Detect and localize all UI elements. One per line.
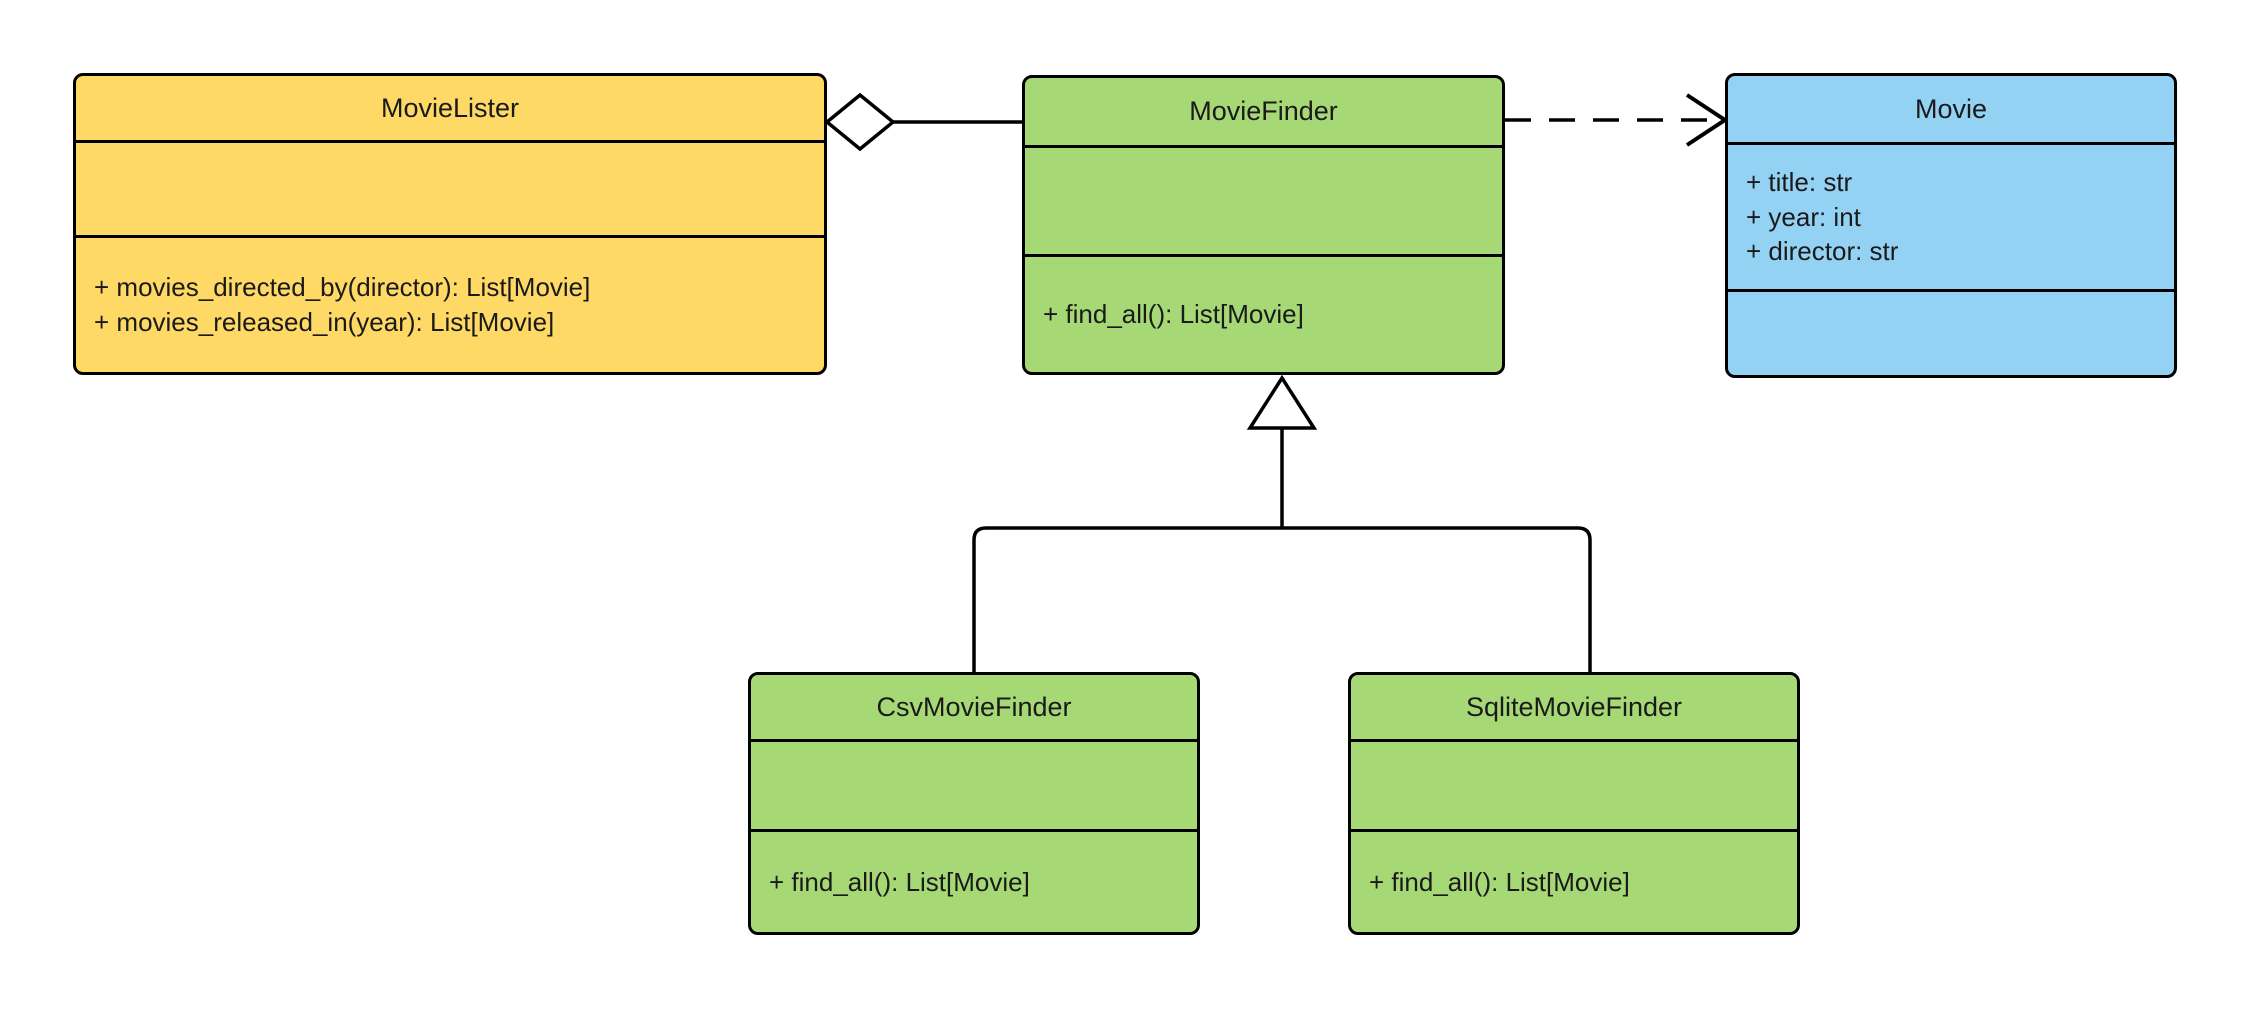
class-box-movie[interactable]: Movie + title: str + year: int + directo… (1725, 73, 2177, 378)
sqlite-movie-finder-method-0: + find_all(): List[Movie] (1369, 866, 1630, 897)
movie-attribute-1: + year: int (1746, 201, 1861, 232)
csv-movie-finder-attributes-compartment (751, 739, 1197, 829)
movie-finder-method-list: + find_all(): List[Movie] (1025, 257, 1502, 372)
movie-attribute-0: + title: str (1746, 167, 1853, 198)
csv-movie-finder-methods-compartment: + find_all(): List[Movie] (751, 829, 1197, 932)
hollow-diamond-marker (824, 92, 896, 152)
generalization-branch-bar (972, 526, 1592, 672)
movie-finder-class-name: MovieFinder (1189, 96, 1338, 126)
movie-lister-method-1: + movies_released_in(year): List[Movie] (94, 307, 555, 337)
aggregation-lister-finder-edge (824, 92, 1022, 152)
movie-lister-method-0: + movies_directed_by(director): List[Mov… (94, 272, 591, 303)
csv-movie-finder-method-0: + find_all(): List[Movie] (769, 866, 1030, 897)
movie-finder-methods-compartment: + find_all(): List[Movie] (1025, 254, 1502, 372)
class-box-movie-lister[interactable]: MovieLister + movies_directed_by(directo… (73, 73, 827, 375)
csv-movie-finder-name-compartment: CsvMovieFinder (751, 675, 1197, 739)
csv-movie-finder-class-name: CsvMovieFinder (876, 691, 1072, 722)
sqlite-movie-finder-method-list: + find_all(): List[Movie] (1351, 832, 1797, 932)
open-arrow-marker (1685, 93, 1729, 147)
movie-lister-name-compartment: MovieLister (76, 76, 824, 140)
class-box-csv-movie-finder[interactable]: CsvMovieFinder + find_all(): List[Movie] (748, 672, 1200, 935)
movie-name-compartment: Movie (1728, 76, 2174, 142)
class-box-sqlite-movie-finder[interactable]: SqliteMovieFinder + find_all(): List[Mov… (1348, 672, 1800, 935)
sqlite-movie-finder-attributes-compartment (1351, 739, 1797, 829)
movie-finder-attributes-compartment (1025, 145, 1502, 254)
movie-lister-methods-compartment: + movies_directed_by(director): List[Mov… (76, 235, 824, 372)
movie-finder-name-compartment: MovieFinder (1025, 78, 1502, 145)
sqlite-movie-finder-class-name: SqliteMovieFinder (1465, 691, 1683, 722)
movie-methods-compartment (1728, 289, 2174, 375)
sqlite-movie-finder-methods-compartment: + find_all(): List[Movie] (1351, 829, 1797, 932)
sqlite-movie-finder-name-compartment: SqliteMovieFinder (1351, 675, 1797, 739)
movie-attribute-list: + title: str + year: int + director: str (1728, 145, 2174, 289)
movie-lister-class-name: MovieLister (380, 92, 520, 123)
hollow-triangle-marker (1246, 374, 1318, 430)
movie-attribute-2: + director: str (1746, 236, 1899, 267)
generalization-edges (972, 374, 1592, 672)
dependency-finder-movie-edge (1505, 93, 1729, 147)
csv-movie-finder-method-list: + find_all(): List[Movie] (751, 832, 1197, 932)
class-box-movie-finder[interactable]: MovieFinder + find_all(): List[Movie] (1022, 75, 1505, 375)
movie-class-name: Movie (1914, 93, 1988, 124)
movie-lister-method-list: + movies_directed_by(director): List[Mov… (76, 238, 824, 372)
movie-lister-attributes-compartment (76, 140, 824, 235)
movie-attributes-compartment: + title: str + year: int + director: str (1728, 142, 2174, 289)
movie-finder-method-0: + find_all(): List[Movie] (1043, 299, 1304, 330)
